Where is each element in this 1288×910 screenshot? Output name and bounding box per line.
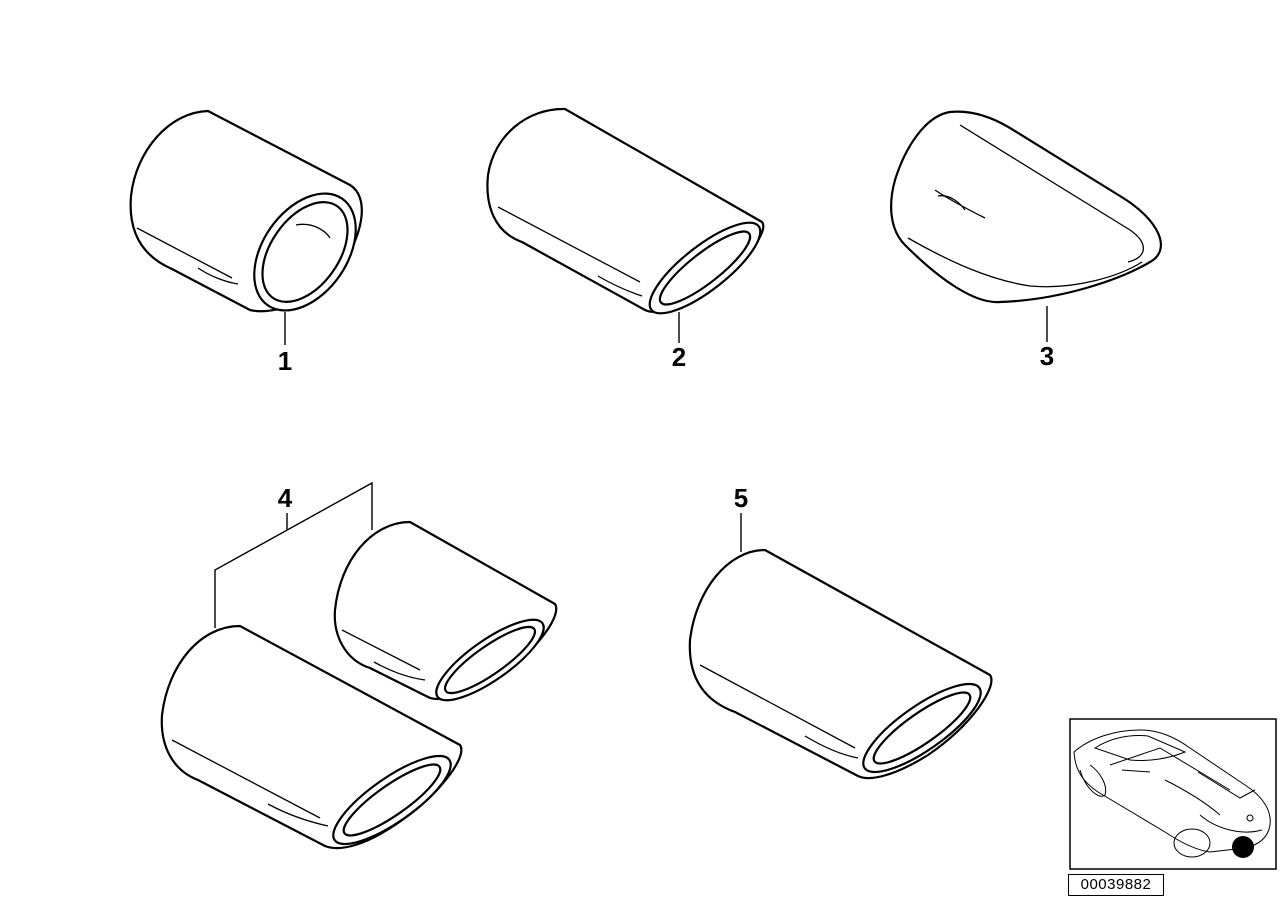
callout-4[interactable]: 4 [278, 483, 293, 513]
part-4-leader-bracket [214, 481, 373, 628]
part-4-oval-tip-lower[interactable] [160, 624, 463, 858]
callout-5[interactable]: 5 [734, 483, 748, 513]
part-4-oval-tip-upper[interactable] [333, 520, 558, 713]
location-marker-icon [1232, 836, 1254, 858]
car-location-thumbnail [1069, 718, 1277, 870]
diagram-number: 00039882 [1068, 874, 1164, 896]
part-1-round-tip[interactable] [129, 109, 377, 329]
part-3-shell-tip[interactable] [890, 110, 1162, 304]
car-outline-icon [1073, 729, 1271, 858]
part-2-oval-tip[interactable] [486, 107, 772, 327]
callout-2[interactable]: 2 [672, 342, 686, 372]
callout-1[interactable]: 1 [278, 346, 292, 376]
callout-3[interactable]: 3 [1040, 341, 1054, 371]
part-5-oval-tip[interactable] [688, 548, 993, 786]
